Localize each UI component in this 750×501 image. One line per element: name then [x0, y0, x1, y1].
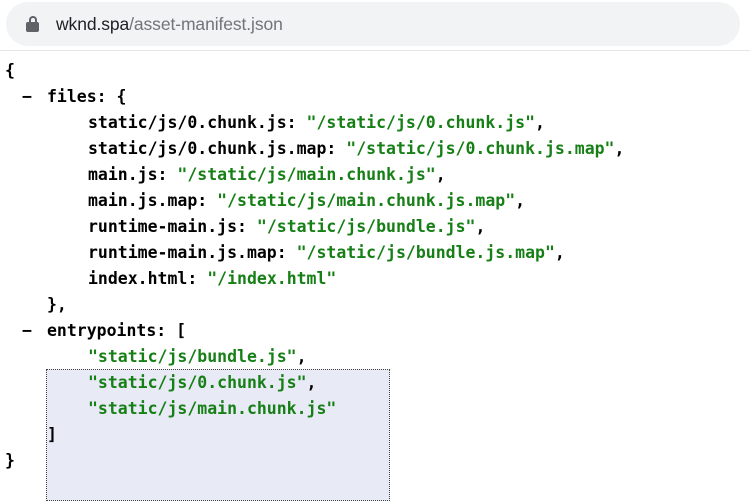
json-line: −entrypoints: [ [0, 318, 750, 344]
url-host: wknd.spa [56, 13, 130, 34]
json-punctuation: ] [47, 425, 57, 444]
json-value: "static/js/main.chunk.js" [88, 399, 337, 418]
lock-icon[interactable] [26, 16, 39, 32]
json-line: static/js/0.chunk.js: "/static/js/0.chun… [0, 110, 750, 136]
json-punctuation: [ [176, 321, 187, 340]
json-punctuation: } [5, 451, 15, 470]
browser-url-bar-region: wknd.spa/asset-manifest.json [0, 0, 750, 51]
json-line: main.js.map: "/static/js/main.chunk.js.m… [0, 188, 750, 214]
json-punctuation: , [435, 165, 446, 184]
entrypoints-selection[interactable] [46, 369, 390, 501]
json-line: } [0, 448, 750, 474]
json-punctuation: , [475, 217, 486, 236]
collapse-toggle-icon[interactable]: − [22, 321, 32, 340]
json-line: }, [0, 292, 750, 318]
json-line-list: {−files: {static/js/0.chunk.js: "/static… [0, 51, 750, 474]
json-line: "static/js/bundle.js", [0, 344, 750, 370]
address-bar[interactable]: wknd.spa/asset-manifest.json [6, 2, 740, 46]
json-punctuation: , [614, 139, 625, 158]
json-key: index.html: [88, 269, 208, 288]
json-key: static/js/0.chunk.js: [88, 113, 307, 132]
address-bar-url: wknd.spa/asset-manifest.json [56, 14, 283, 35]
json-punctuation: , [515, 191, 526, 210]
json-viewer: {−files: {static/js/0.chunk.js: "/static… [0, 51, 750, 501]
json-key: runtime-main.js: [88, 217, 257, 236]
json-punctuation: { [116, 87, 127, 106]
json-line: runtime-main.js: "/static/js/bundle.js", [0, 214, 750, 240]
json-key: main.js: [88, 165, 178, 184]
json-line: "static/js/0.chunk.js", [0, 370, 750, 396]
json-value: "/static/js/main.chunk.js" [177, 165, 436, 184]
json-line: ] [0, 422, 750, 448]
json-key: static/js/0.chunk.js.map: [88, 139, 347, 158]
json-punctuation: , [306, 373, 317, 392]
json-line: index.html: "/index.html" [0, 266, 750, 292]
json-key: runtime-main.js.map: [88, 243, 297, 262]
json-line: runtime-main.js.map: "/static/js/bundle.… [0, 240, 750, 266]
json-value: "static/js/0.chunk.js" [88, 373, 307, 392]
json-line: −files: { [0, 84, 750, 110]
json-key: entrypoints: [47, 321, 177, 340]
json-punctuation: }, [47, 295, 67, 314]
json-value: "/static/js/0.chunk.js.map" [346, 139, 615, 158]
json-punctuation: { [5, 61, 15, 80]
json-value: "/static/js/bundle.js" [256, 217, 476, 236]
json-value: "static/js/bundle.js" [88, 347, 297, 366]
json-key: files: [47, 87, 117, 106]
json-value: "/index.html" [207, 269, 337, 288]
json-line: { [0, 58, 750, 84]
url-path: /asset-manifest.json [129, 13, 283, 34]
json-key: main.js.map: [88, 191, 218, 210]
json-value: "/static/js/0.chunk.js" [306, 113, 536, 132]
json-line: "static/js/main.chunk.js" [0, 396, 750, 422]
json-punctuation: , [535, 113, 545, 132]
collapse-toggle-icon[interactable]: − [22, 87, 32, 106]
json-line: static/js/0.chunk.js.map: "/static/js/0.… [0, 136, 750, 162]
json-punctuation: , [554, 243, 565, 262]
json-punctuation: , [296, 347, 307, 366]
json-line: main.js: "/static/js/main.chunk.js", [0, 162, 750, 188]
json-value: "/static/js/bundle.js.map" [296, 243, 555, 262]
json-value: "/static/js/main.chunk.js.map" [217, 191, 516, 210]
